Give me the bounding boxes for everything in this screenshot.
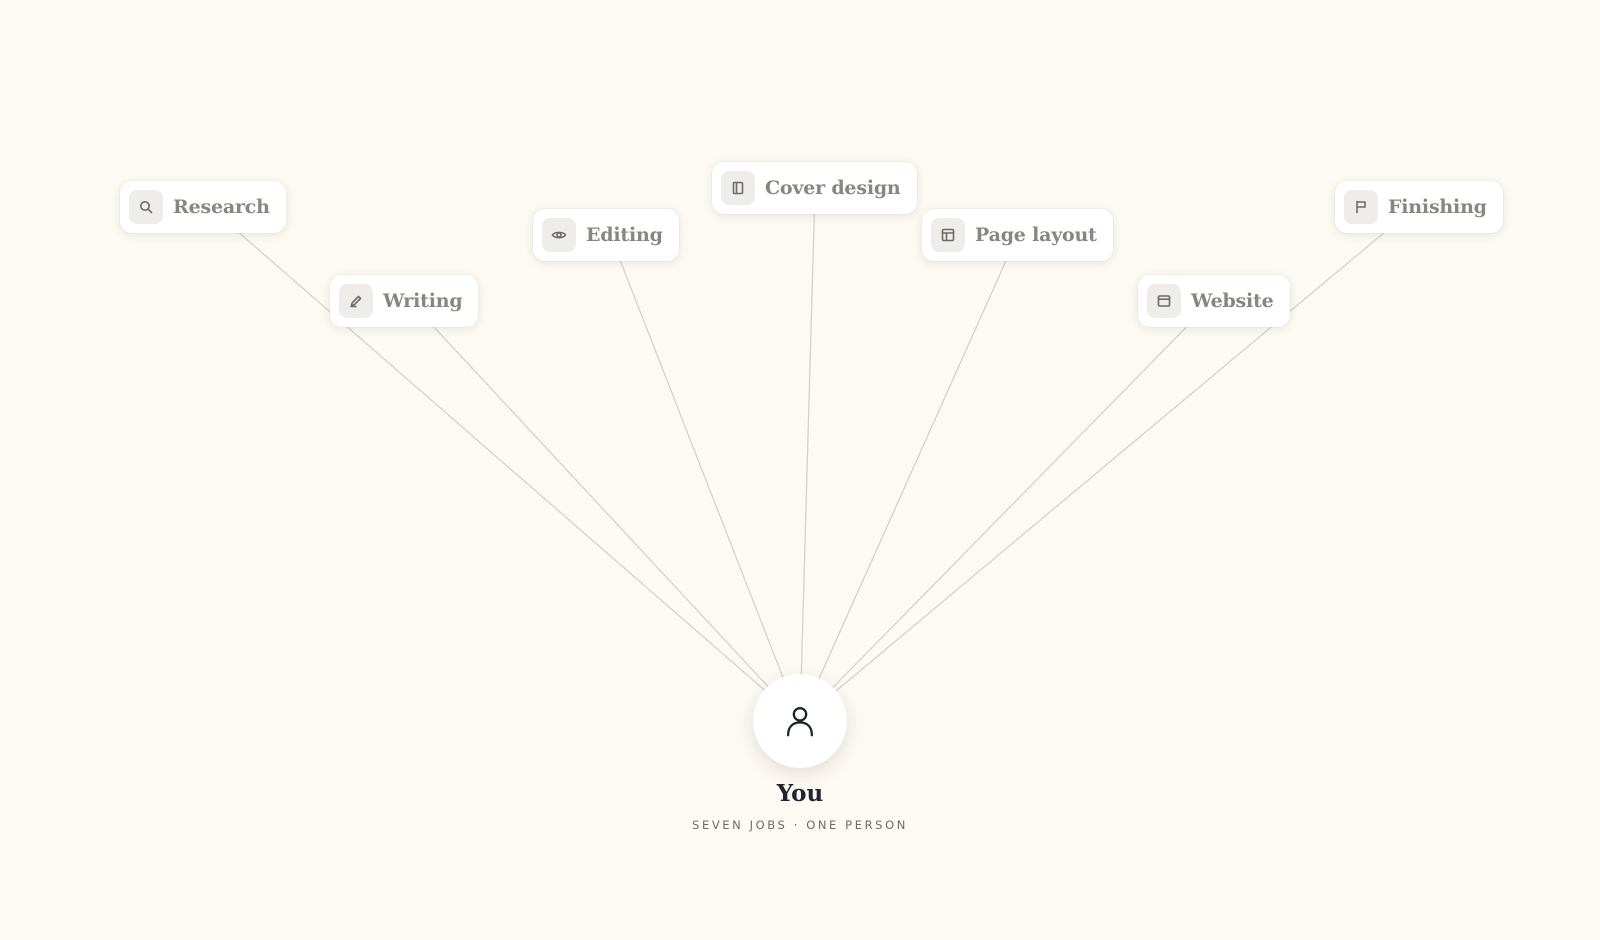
node-finishing[interactable]: Finishing — [1335, 181, 1503, 233]
eye-icon — [542, 218, 576, 252]
center-subtitle: SEVEN JOBS · ONE PERSON — [692, 818, 908, 832]
connector-writing — [433, 326, 773, 692]
node-label-website: Website — [1191, 290, 1274, 312]
node-label-cover-design: Cover design — [765, 177, 901, 199]
node-editing[interactable]: Editing — [533, 209, 679, 261]
connector-editing — [619, 260, 786, 684]
center-avatar[interactable] — [753, 674, 847, 768]
connector-research — [238, 232, 770, 695]
node-label-page-layout: Page layout — [975, 224, 1097, 246]
flag-icon — [1344, 190, 1378, 224]
node-label-finishing: Finishing — [1388, 196, 1487, 218]
connector-finishing — [831, 232, 1385, 696]
node-cover-design[interactable]: Cover design — [712, 162, 917, 214]
connector-page-layout — [816, 260, 1007, 684]
node-website[interactable]: Website — [1138, 275, 1290, 327]
layout-icon — [931, 218, 965, 252]
node-writing[interactable]: Writing — [330, 275, 479, 327]
node-label-writing: Writing — [383, 290, 463, 312]
browser-window-icon — [1147, 284, 1181, 318]
node-label-editing: Editing — [586, 224, 663, 246]
book-icon — [721, 171, 755, 205]
user-icon — [786, 707, 814, 737]
node-research[interactable]: Research — [120, 181, 286, 233]
node-page-layout[interactable]: Page layout — [922, 209, 1113, 261]
connector-website — [828, 326, 1187, 693]
connector-cover-design — [800, 213, 815, 681]
search-icon — [129, 190, 163, 224]
node-label-research: Research — [173, 196, 270, 218]
center-title: You — [776, 780, 824, 807]
pen-icon — [339, 284, 373, 318]
